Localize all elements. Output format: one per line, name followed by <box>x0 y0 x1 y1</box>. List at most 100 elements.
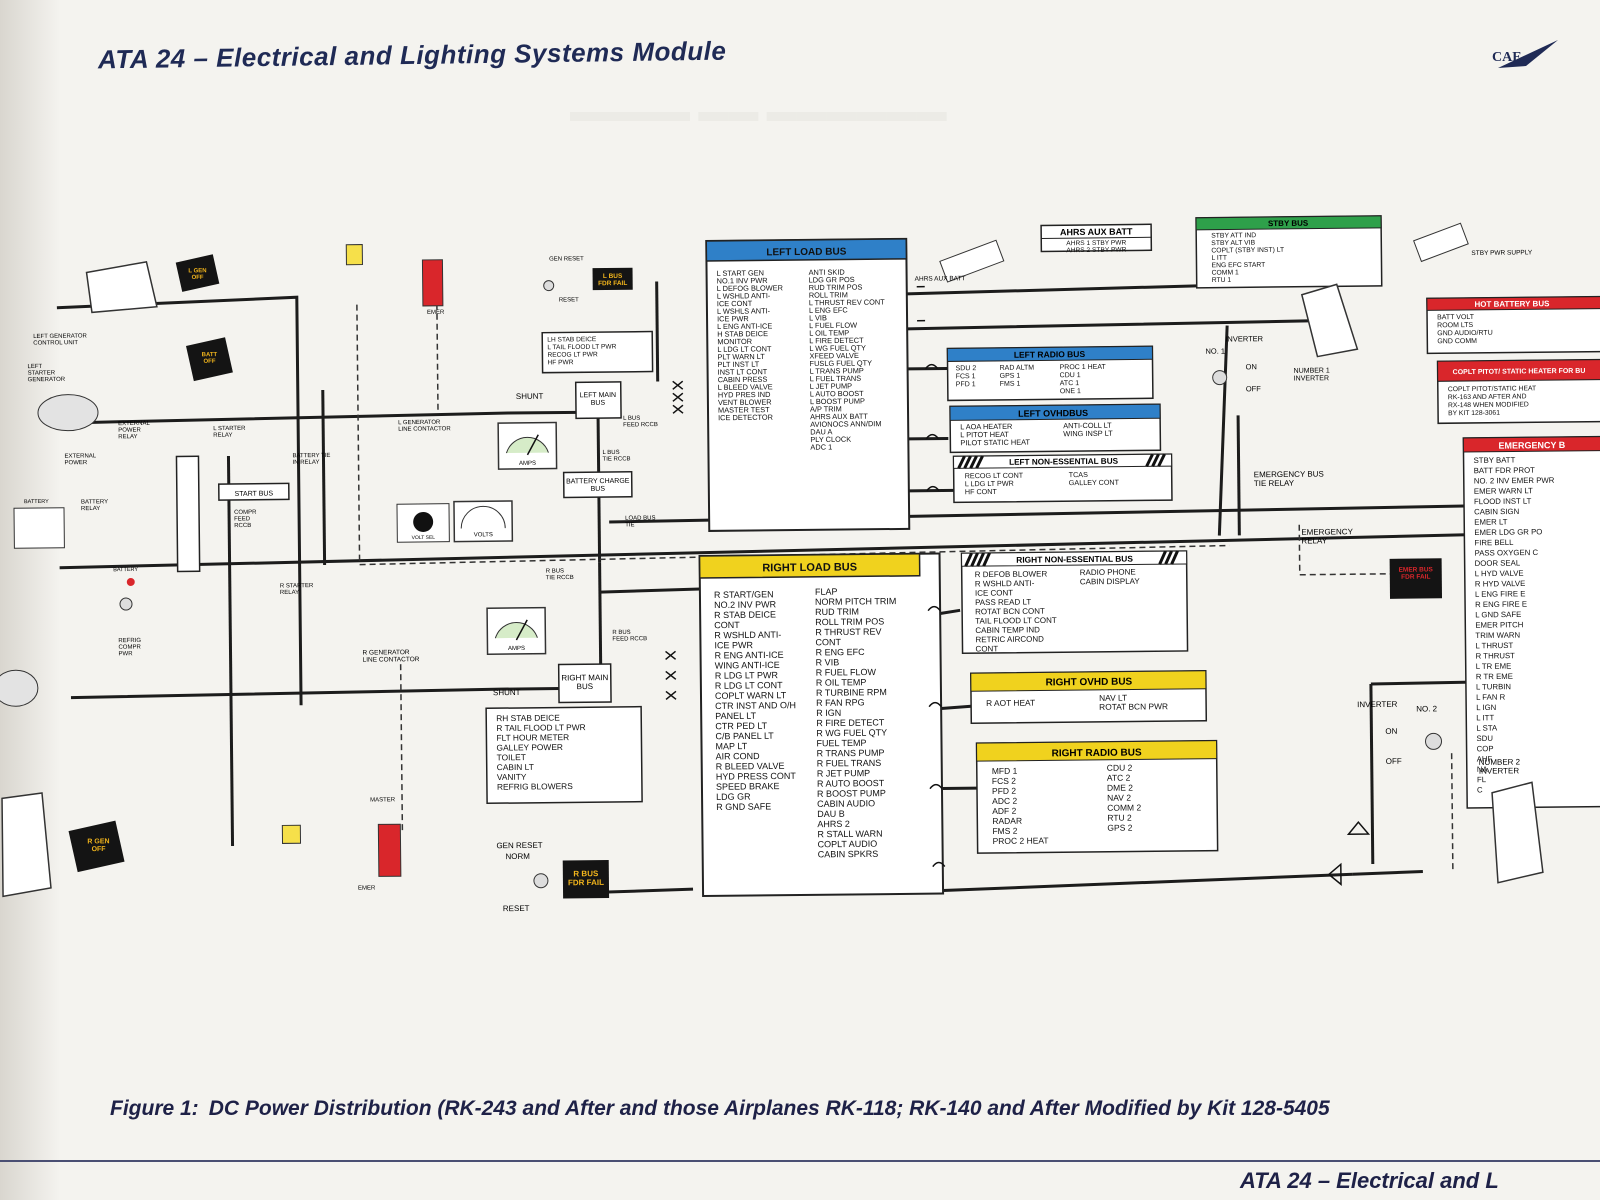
bus-item: RUD TRIM <box>815 607 859 617</box>
bus-item: DME 2 <box>1107 783 1133 793</box>
bus-item: R THRUST <box>1476 651 1516 660</box>
svg-text:VOLT SEL: VOLT SEL <box>412 535 436 541</box>
bus-item: L FUEL TRANS <box>810 374 862 384</box>
bus-item: STBY ALT VIB <box>1211 240 1255 247</box>
start-bus-box: START BUS <box>217 482 290 501</box>
figure-caption-text: DC Power Distribution (RK-243 and After … <box>208 1097 1330 1120</box>
cae-logo-text: CAE <box>1492 50 1522 65</box>
svg-text:INVERTER: INVERTER <box>1225 334 1263 343</box>
bus-item: L TRANS PUMP <box>810 366 864 376</box>
svg-text:SHUNT: SHUNT <box>493 688 521 697</box>
bus-item: FMS 2 <box>992 826 1017 836</box>
bus-item: REFRIG BLOWERS <box>497 781 573 792</box>
bus-item: L OIL TEMP <box>809 328 849 337</box>
bus-item: MFD 1 <box>992 766 1018 776</box>
emer-bus-fdr-fail-annunciator: EMER BUSFDR FAIL <box>1389 558 1443 599</box>
right-non-essential-bus: RIGHT NON-ESSENTIAL BUS R DEFOB BLOWERR … <box>960 550 1189 655</box>
bus-item: L VIB <box>809 313 827 322</box>
svg-text:RIGHT NON-ESSENTIAL BUS: RIGHT NON-ESSENTIAL BUS <box>1016 554 1133 565</box>
bus-item: R TR EME <box>1476 672 1513 681</box>
bus-item: R LDG LT CONT <box>715 680 783 691</box>
svg-text:OFF: OFF <box>1246 384 1262 393</box>
bus-item: R ENG EFC <box>815 647 865 658</box>
bus-item: ICE PWR <box>717 314 749 323</box>
bus-item: DAU B <box>817 809 845 819</box>
right-main-bus-box: RIGHT MAINBUS <box>557 663 612 704</box>
svg-text:STBY BUS: STBY BUS <box>1268 219 1309 228</box>
bus-item: C/B PANEL LT <box>715 731 774 742</box>
bus-item: L IGN <box>1476 703 1496 712</box>
svg-text:LEFT GENERATORCONTROL UNIT: LEFT GENERATORCONTROL UNIT <box>33 333 87 346</box>
bus-item: R TRANS PUMP <box>817 748 885 759</box>
bus-item: FLAP <box>815 587 838 597</box>
bus-item: BATT VOLT <box>1437 314 1475 321</box>
bus-item: C <box>1477 785 1483 794</box>
bus-item: COPLT PITOT/STATIC HEAT <box>1448 385 1536 393</box>
bus-item: L DEFOG BLOWER <box>717 283 783 293</box>
bus-item: R HYD VALVE <box>1475 579 1525 589</box>
bus-item: NAV LT <box>1099 693 1127 703</box>
bus-item: EMER WARN LT <box>1474 486 1533 496</box>
svg-text:NUMBER 2INVERTER: NUMBER 2INVERTER <box>1479 757 1521 775</box>
bus-item: MASTER TEST <box>718 405 770 415</box>
svg-text:EMERGENCY BUSTIE RELAY: EMERGENCY BUSTIE RELAY <box>1254 470 1324 489</box>
bus-item: MAP LT <box>715 741 747 751</box>
bus-item: SPEED BRAKE <box>716 781 780 792</box>
bus-item: R AUTO BOOST <box>817 778 885 789</box>
bus-item: L TAIL FLOOD LT PWR <box>547 344 616 352</box>
bus-item: ADC 2 <box>992 796 1017 806</box>
svg-text:AMPS: AMPS <box>508 646 525 652</box>
bus-item: PANEL LT <box>715 711 756 721</box>
bus-item: L TURBIN <box>1476 682 1511 691</box>
svg-text:EMER: EMER <box>427 310 445 316</box>
bus-item: LDG GR <box>716 792 751 802</box>
bus-item: RX-148 WHEN MODIFIED <box>1448 401 1529 409</box>
svg-text:R BUSTIE RCCB: R BUSTIE RCCB <box>546 568 574 581</box>
bus-item: RETRIC AIRCOND <box>975 635 1044 645</box>
svg-text:MASTER: MASTER <box>370 797 396 803</box>
svg-text:L GENOFF: L GENOFF <box>188 268 206 281</box>
bus-item: L AOA HEATER <box>960 422 1012 432</box>
svg-text:EXTERNALPOWER: EXTERNALPOWER <box>64 453 96 466</box>
bus-item: FIRE BELL <box>1474 538 1514 547</box>
bus-item: CTR PED LT <box>715 721 767 732</box>
bus-item: PLY CLOCK <box>810 435 851 444</box>
svg-text:LEFT NON-ESSENTIAL BUS: LEFT NON-ESSENTIAL BUS <box>1009 457 1119 467</box>
bus-item: FLT HOUR METER <box>496 732 569 743</box>
master-switch-right-red <box>377 823 402 877</box>
svg-text:BATTERYRELAY: BATTERYRELAY <box>81 499 108 512</box>
bus-item: NO.2 INV PWR <box>714 599 777 610</box>
bus-item: VENT BLOWER <box>718 397 772 407</box>
bus-item: L THRUST REV CONT <box>809 297 885 307</box>
start-bus-bar <box>175 455 201 573</box>
bus-item: CABIN DISPLAY <box>1080 577 1141 587</box>
r-gen-off-annunciator: R GENOFF <box>68 820 125 873</box>
left-starter-generator <box>37 394 99 432</box>
gen-reset-switch-right: GEN RESET NORM RESET <box>496 841 549 913</box>
bus-item: L LDG LT PWR <box>965 479 1014 489</box>
bus-item: ICE DETECTOR <box>718 413 773 423</box>
gen-reset-switch-left: GEN RESET RESET <box>543 256 584 304</box>
bus-item: L GND SAFE <box>1475 610 1521 619</box>
bus-item: R FAN RPG <box>816 697 865 708</box>
bus-item: CABIN TEMP IND <box>975 625 1040 635</box>
bus-item: R ENG FIRE E <box>1475 600 1527 610</box>
number-2-inverter: NUMBER 2INVERTER <box>1479 757 1544 884</box>
bus-item: COPLT (STBY INST) LT <box>1211 247 1284 255</box>
bus-item: L ENG EFC <box>809 305 848 314</box>
svg-text:L STARTERRELAY: L STARTERRELAY <box>213 426 246 439</box>
bus-item-list: R AOT HEAT <box>986 698 1035 709</box>
svg-text:ON: ON <box>1246 362 1257 371</box>
svg-text:EMER BUSFDR FAIL: EMER BUSFDR FAIL <box>1399 566 1434 581</box>
bus-item: COMM 1 <box>1212 269 1239 276</box>
bus-item: GALLEY CONT <box>1069 478 1120 488</box>
